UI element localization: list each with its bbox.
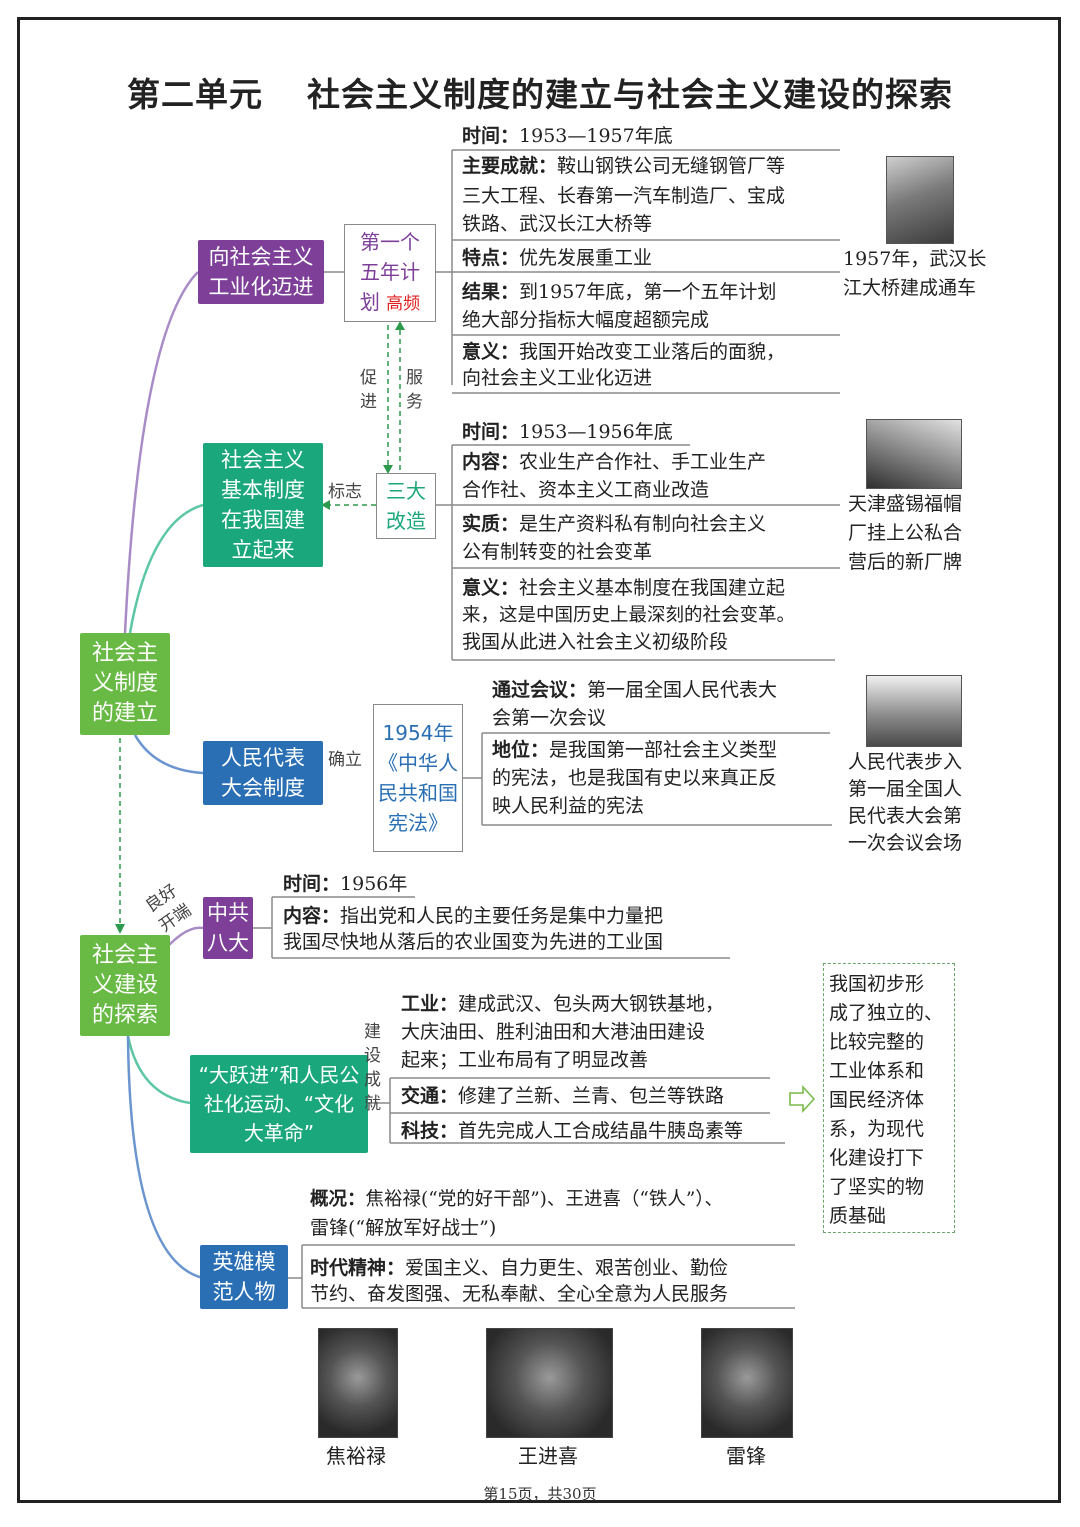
achievement-industry-2: 大庆油田、胜利油田和大港油田建设 [401, 1021, 706, 1043]
conclusion-line-8: 了坚实的物 [829, 1176, 925, 1198]
reform-significance-3: 我国从此进入社会主义初级阶段 [462, 631, 729, 653]
congress-caption-2: 第一届全国人 [848, 778, 963, 800]
plan-achievement-3: 铁路、武汉长江大桥等 [462, 213, 653, 235]
branch-heroes: 英雄模范人物 [200, 1245, 288, 1309]
plan-significance-1: 意义：我国开始改变工业落后的面貌， [462, 341, 786, 363]
reform-essence-2: 公有制转变的社会变革 [462, 541, 653, 563]
label-mark: 标志 [328, 482, 362, 502]
label-serve: 服务 [406, 368, 423, 412]
plan-result-2: 绝大部分指标大幅度超额完成 [462, 309, 710, 331]
conclusion-line-2: 成了独立的、 [829, 1002, 944, 1024]
constitution-box: 1954年《中华人民共和国宪法》 [373, 704, 463, 852]
factory-caption-3: 营后的新厂牌 [848, 551, 963, 573]
portrait-jiao-yulu [318, 1328, 398, 1438]
achievement-transport: 交通：修建了兰新、兰青、包兰等铁路 [401, 1085, 725, 1107]
conclusion-line-9: 质基础 [829, 1205, 887, 1227]
branch-industrialization: 向社会主义工业化迈进 [198, 240, 324, 304]
heroes-spirit-1: 时代精神：爱国主义、自力更生、艰苦创业、勤俭 [310, 1257, 729, 1279]
constitution-position-1: 地位：是我国第一部社会主义类型 [492, 739, 778, 761]
conclusion-line-3: 比较完整的 [829, 1031, 925, 1053]
constitution-meeting-1: 通过会议：第一届全国人民代表大 [492, 679, 778, 701]
high-frequency-tag: 高频 [386, 294, 421, 314]
reform-content-2: 合作社、资本主义工商业改造 [462, 479, 710, 501]
portrait-wang-jinxi [486, 1328, 613, 1438]
congress-photo [866, 675, 962, 747]
root-node-system-establishment: 社会主义制度的建立 [80, 633, 170, 735]
heroes-overview-2: 雷锋(“解放军好战士”) [310, 1217, 497, 1239]
branch-peoples-congress: 人民代表大会制度 [203, 741, 323, 805]
bridge-caption-2: 江大桥建成通车 [843, 277, 977, 299]
five-year-plan-box: 第一个五年计划 高频 [344, 224, 436, 322]
plan-achievement-1: 主要成就：鞍山钢铁公司无缝钢管厂等 [462, 155, 786, 177]
three-reforms-box: 三大改造 [376, 473, 436, 539]
achievement-industry-3: 起来；工业布局有了明显改善 [401, 1049, 649, 1071]
plan-significance-2: 向社会主义工业化迈进 [462, 367, 653, 389]
conclusion-line-4: 工业体系和 [829, 1060, 925, 1082]
conclusion-box [823, 963, 955, 1233]
congress-caption-1: 人民代表步入 [848, 751, 963, 773]
eighth-content-2: 我国尽快地从落后的农业国变为先进的工业国 [283, 931, 664, 953]
congress-caption-3: 民代表大会第 [848, 805, 963, 827]
factory-caption-1: 天津盛锡福帽 [848, 493, 963, 515]
constitution-position-2: 的宪法，也是我国有史以来真正反 [492, 767, 778, 789]
achievement-science: 科技：首先完成人工合成结晶牛胰岛素等 [401, 1120, 744, 1142]
branch-basic-system: 社会主义基本制度在我国建立起来 [203, 443, 323, 567]
reform-significance-2: 来，这是中国历史上最深刻的社会变革。 [462, 605, 796, 626]
constitution-meeting-2: 会第一次会议 [492, 707, 607, 729]
plan-result-1: 结果：到1957年底，第一个五年计划 [462, 281, 777, 303]
hero-name-2: 王进喜 [518, 1444, 578, 1468]
heroes-spirit-2: 节约、奋发图强、无私奉献、全心全意为人民服务 [310, 1283, 729, 1305]
page-title: 第二单元社会主义制度的建立与社会主义建设的探索 [127, 75, 953, 114]
reform-time: 时间：1953—1956年底 [462, 421, 673, 443]
label-promote: 促进 [360, 368, 377, 412]
conclusion-line-5: 国民经济体 [829, 1089, 925, 1111]
page-number-footer: 第15页，共30页 [483, 1485, 597, 1503]
branch-great-leap: “大跃进”和人民公社化运动、“文化大革命” [190, 1055, 368, 1153]
portrait-lei-feng [701, 1328, 793, 1438]
page-frame [17, 17, 1061, 1503]
conclusion-line-7: 化建设打下 [829, 1147, 925, 1169]
conclusion-line-6: 系，为现代 [829, 1118, 925, 1140]
label-built: 建设成就 [364, 1022, 381, 1114]
reform-significance-1: 意义：社会主义基本制度在我国建立起 [462, 577, 786, 599]
bridge-photo [886, 156, 954, 244]
plan-achievement-2: 三大工程、长春第一汽车制造厂、宝成 [462, 185, 786, 207]
achievement-industry-1: 工业：建成武汉、包头两大钢铁基地， [401, 993, 725, 1015]
root-node-construction-exploration: 社会主义建设的探索 [80, 935, 170, 1036]
label-establish: 确立 [328, 750, 362, 770]
congress-caption-4: 一次会议会场 [848, 832, 963, 854]
branch-eighth-congress: 中共八大 [203, 897, 253, 959]
factory-caption-2: 厂挂上公私合 [848, 522, 963, 544]
eighth-content-1: 内容：指出党和人民的主要任务是集中力量把 [283, 905, 664, 927]
reform-essence-1: 实质：是生产资料私有制向社会主义 [462, 513, 767, 535]
plan-time: 时间：1953—1957年底 [462, 125, 673, 147]
reform-content-1: 内容：农业生产合作社、手工业生产 [462, 451, 767, 473]
plan-feature: 特点：优先发展重工业 [462, 247, 653, 269]
conclusion-line-1: 我国初步形 [829, 973, 925, 995]
bridge-caption-1: 1957年，武汉长 [843, 248, 987, 270]
factory-photo [866, 419, 962, 489]
heroes-overview-1: 概况：焦裕禄(“党的好干部”)、王进喜（“铁人”）、 [310, 1189, 724, 1210]
hero-name-1: 焦裕禄 [326, 1444, 386, 1468]
eighth-time: 时间：1956年 [283, 873, 408, 895]
constitution-position-3: 映人民利益的宪法 [492, 795, 645, 817]
hero-name-3: 雷锋 [726, 1444, 766, 1468]
